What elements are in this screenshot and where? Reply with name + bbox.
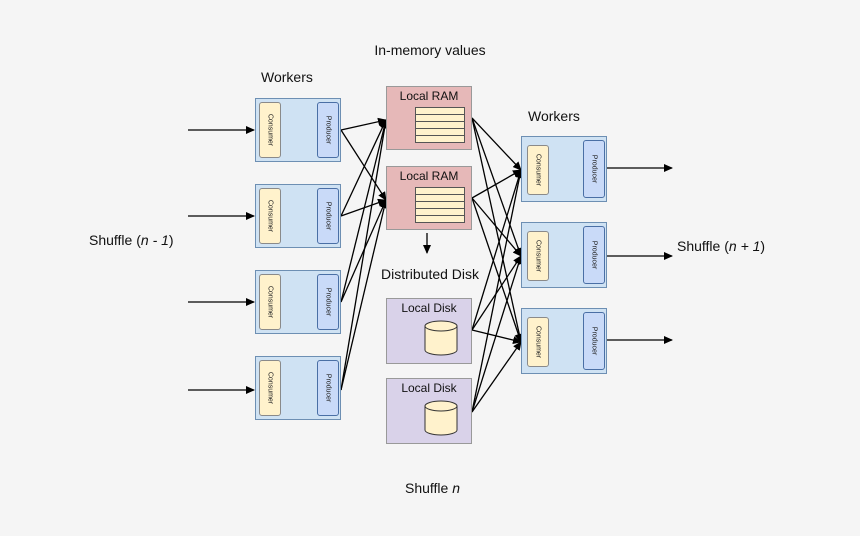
producer-box: Producer	[583, 140, 605, 198]
arrow-to-ram-1	[340, 119, 389, 391]
consumer-box: Consumer	[259, 188, 281, 244]
arrow-to-consumer	[471, 341, 522, 413]
left-workers-title: Workers	[261, 69, 313, 85]
disk-cylinder-icon	[424, 400, 458, 436]
arrow-to-ram-2	[340, 199, 389, 391]
producer-label: Producer	[324, 373, 332, 403]
arrow-to-consumer	[471, 169, 522, 199]
consumer-box: Consumer	[527, 231, 549, 281]
shuffle-prev-label: Shuffle (n - 1)	[89, 232, 174, 248]
right-worker-1: Consumer Producer	[521, 136, 607, 202]
local-disk-box-2: Local Disk	[386, 378, 472, 444]
arrow-to-consumer	[471, 117, 522, 171]
local-ram-box-1: Local RAM	[386, 86, 472, 150]
arrow-to-consumer	[471, 255, 523, 413]
shuffle-current-label: Shuffle n	[405, 480, 461, 496]
arrow-to-ram-1	[340, 119, 388, 303]
local-ram-box-2: Local RAM	[386, 166, 472, 230]
arrow-to-ram-2	[340, 198, 387, 217]
consumer-label: Consumer	[266, 113, 274, 147]
arrow-to-ram-1	[340, 117, 387, 131]
consumer-label: Consumer	[534, 153, 542, 187]
producer-label: Producer	[590, 326, 598, 356]
local-ram-label: Local RAM	[399, 89, 459, 103]
memory-table-icon	[415, 187, 465, 223]
producer-label: Producer	[324, 201, 332, 231]
producer-label: Producer	[590, 240, 598, 270]
producer-label: Producer	[590, 154, 598, 184]
right-workers-title: Workers	[528, 108, 580, 124]
shuffle-next-label: Shuffle (n + 1)	[677, 238, 766, 254]
consumer-box: Consumer	[527, 317, 549, 367]
arrow-to-ram-2	[340, 199, 387, 303]
producer-box: Producer	[317, 188, 339, 244]
consumer-label: Consumer	[266, 199, 274, 233]
arrow-to-ram-1	[340, 119, 387, 217]
local-disk-box-1: Local Disk	[386, 298, 472, 364]
arrow-to-consumer	[471, 169, 524, 413]
distributed-disk-title: Distributed Disk	[380, 266, 480, 282]
arrow-to-consumer	[471, 197, 522, 257]
consumer-box: Consumer	[259, 360, 281, 416]
in-memory-title: In-memory values	[374, 42, 486, 58]
producer-box: Producer	[317, 102, 339, 158]
producer-box: Producer	[583, 312, 605, 370]
right-worker-2: Consumer Producer	[521, 222, 607, 288]
consumer-label: Consumer	[534, 239, 542, 273]
producer-box: Producer	[583, 226, 605, 284]
local-disk-label: Local Disk	[401, 381, 457, 395]
left-worker-3: Consumer Producer	[255, 270, 341, 334]
disk-cylinder-icon	[424, 320, 458, 356]
producer-box: Producer	[317, 274, 339, 330]
producer-box: Producer	[317, 360, 339, 416]
producer-label: Producer	[324, 115, 332, 145]
memory-table-icon	[415, 107, 465, 143]
left-worker-2: Consumer Producer	[255, 184, 341, 248]
local-disk-label: Local Disk	[401, 301, 457, 315]
consumer-box: Consumer	[527, 145, 549, 195]
local-ram-label: Local RAM	[399, 169, 459, 183]
arrow-to-consumer	[471, 117, 524, 343]
left-worker-1: Consumer Producer	[255, 98, 341, 162]
consumer-box: Consumer	[259, 274, 281, 330]
left-worker-4: Consumer Producer	[255, 356, 341, 420]
producer-label: Producer	[324, 287, 332, 317]
consumer-label: Consumer	[266, 371, 274, 405]
consumer-box: Consumer	[259, 102, 281, 158]
arrow-to-consumer	[471, 197, 523, 343]
arrow-to-ram-2	[340, 129, 387, 201]
consumer-label: Consumer	[534, 325, 542, 359]
consumer-label: Consumer	[266, 285, 274, 319]
arrow-to-consumer	[471, 169, 523, 331]
arrow-to-consumer	[471, 117, 523, 257]
right-worker-3: Consumer Producer	[521, 308, 607, 374]
